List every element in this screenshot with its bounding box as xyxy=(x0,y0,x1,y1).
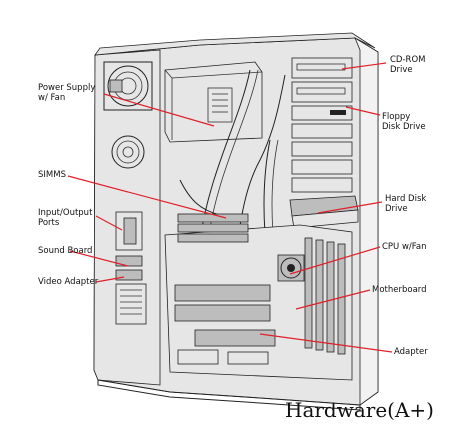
label-cdrom: CD-ROM Drive xyxy=(390,55,426,75)
label-adapter: Adapter xyxy=(394,347,428,357)
label-motherboard: Motherboard xyxy=(372,285,427,295)
label-io-ports: Input/Output Ports xyxy=(38,208,93,228)
label-hard-disk: Hard Disk Drive xyxy=(385,194,427,214)
caption: Hardware(A+) xyxy=(285,398,434,422)
label-floppy: Floppy Disk Drive xyxy=(382,112,426,132)
label-power-supply: Power Supply w/ Fan xyxy=(38,83,96,103)
label-video-adapter: Video Adapter xyxy=(38,277,99,287)
label-simms: SIMMS xyxy=(38,170,66,180)
back-ports xyxy=(115,211,147,325)
lower-board-detail xyxy=(174,284,276,365)
power-supply-rear xyxy=(103,61,153,169)
power-supply-box xyxy=(164,61,263,143)
label-cpu: CPU w/Fan xyxy=(382,242,427,252)
leader-lines xyxy=(67,62,393,353)
label-sound-board: Sound Board xyxy=(38,246,93,256)
expansion-slots xyxy=(304,237,346,355)
drive-bays xyxy=(289,57,359,229)
cpu-fan xyxy=(277,254,305,282)
simm-modules xyxy=(177,213,249,243)
